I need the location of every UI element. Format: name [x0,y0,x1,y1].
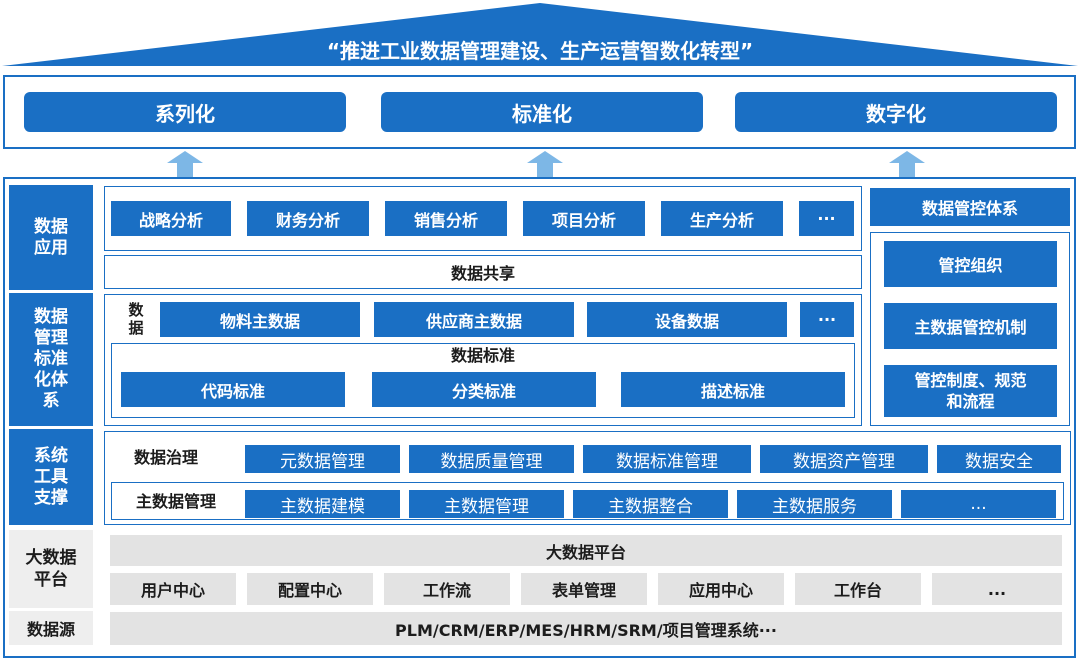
analysis-sales: 销售分析 [385,201,507,236]
up-arrow-icon [527,151,563,177]
mdm-management: 主数据管理 [409,490,564,518]
platform-app-center: 应用中心 [658,573,784,605]
control-rules-process: 管控制度、规范 和流程 [884,365,1057,417]
platform-workflow: 工作流 [384,573,510,605]
architecture-frame [3,177,1076,658]
description-standard: 描述标准 [621,372,845,407]
layer-label-data-source: 数据源 [9,611,93,645]
analysis-project: 项目分析 [523,201,645,236]
data-sources: PLM/CRM/ERP/MES/HRM/SRM/项目管理系统··· [110,612,1062,645]
goal-digitalization: 数字化 [735,92,1057,132]
data-sharing: 数据共享 [104,255,862,289]
goal-standardization: 标准化 [381,92,703,132]
equipment-data: 设备数据 [587,302,787,337]
mdm-integration: 主数据整合 [573,490,728,518]
data-standard-title: 数据标准 [450,346,515,365]
goals-frame [3,75,1076,149]
up-arrow-icon [167,151,203,177]
analysis-frame [104,186,862,251]
data-label: 数 据 [128,301,144,337]
data-more: ··· [800,302,854,337]
platform-user-center: 用户中心 [110,573,236,605]
mdm-more: ... [901,490,1056,518]
mdm-service: 主数据服务 [737,490,892,518]
layer-label-data-application: 数据 应用 [9,185,93,290]
layer-label-system-tools: 系统 工具 支撑 [9,429,93,525]
metadata-management: 元数据管理 [245,445,400,473]
data-quality-management: 数据质量管理 [409,445,574,473]
up-arrow-icon [889,151,925,177]
mdm-control-mechanism: 主数据管控机制 [884,303,1057,349]
code-standard: 代码标准 [121,372,345,407]
layer-label-bigdata-platform: 大数据 平台 [9,530,93,608]
material-master-data: 物料主数据 [160,302,360,337]
control-system-frame [870,232,1070,426]
bigdata-platform-title: 大数据平台 [110,535,1062,566]
analysis-production: 生产分析 [661,201,783,236]
platform-config-center: 配置中心 [247,573,373,605]
mdm-label: 主数据管理 [135,492,216,511]
analysis-strategy: 战略分析 [111,201,231,236]
classification-standard: 分类标准 [372,372,596,407]
platform-form-management: 表单管理 [521,573,647,605]
control-system-title: 数据管控体系 [870,188,1070,226]
governance-label: 数据治理 [133,448,198,467]
mdm-modeling: 主数据建模 [245,490,400,518]
data-security: 数据安全 [937,445,1061,473]
analysis-finance: 财务分析 [247,201,369,236]
platform-more: ... [932,573,1062,605]
data-standard-frame [111,343,855,418]
platform-workbench: 工作台 [795,573,921,605]
slogan: “推进工业数据管理建设、生产运营智数化转型” [326,38,754,63]
layer-label-data-standardization: 数据 管理 标准 化体 系 [9,293,93,426]
data-asset-management: 数据资产管理 [760,445,928,473]
master-data-frame [104,294,862,426]
control-organization: 管控组织 [884,241,1057,287]
roof-banner [2,3,1078,66]
analysis-more: ··· [799,201,854,236]
data-standard-management: 数据标准管理 [583,445,751,473]
supplier-master-data: 供应商主数据 [374,302,574,337]
goal-serialization: 系列化 [24,92,346,132]
mdm-frame [111,482,1064,520]
tools-frame [104,431,1071,525]
